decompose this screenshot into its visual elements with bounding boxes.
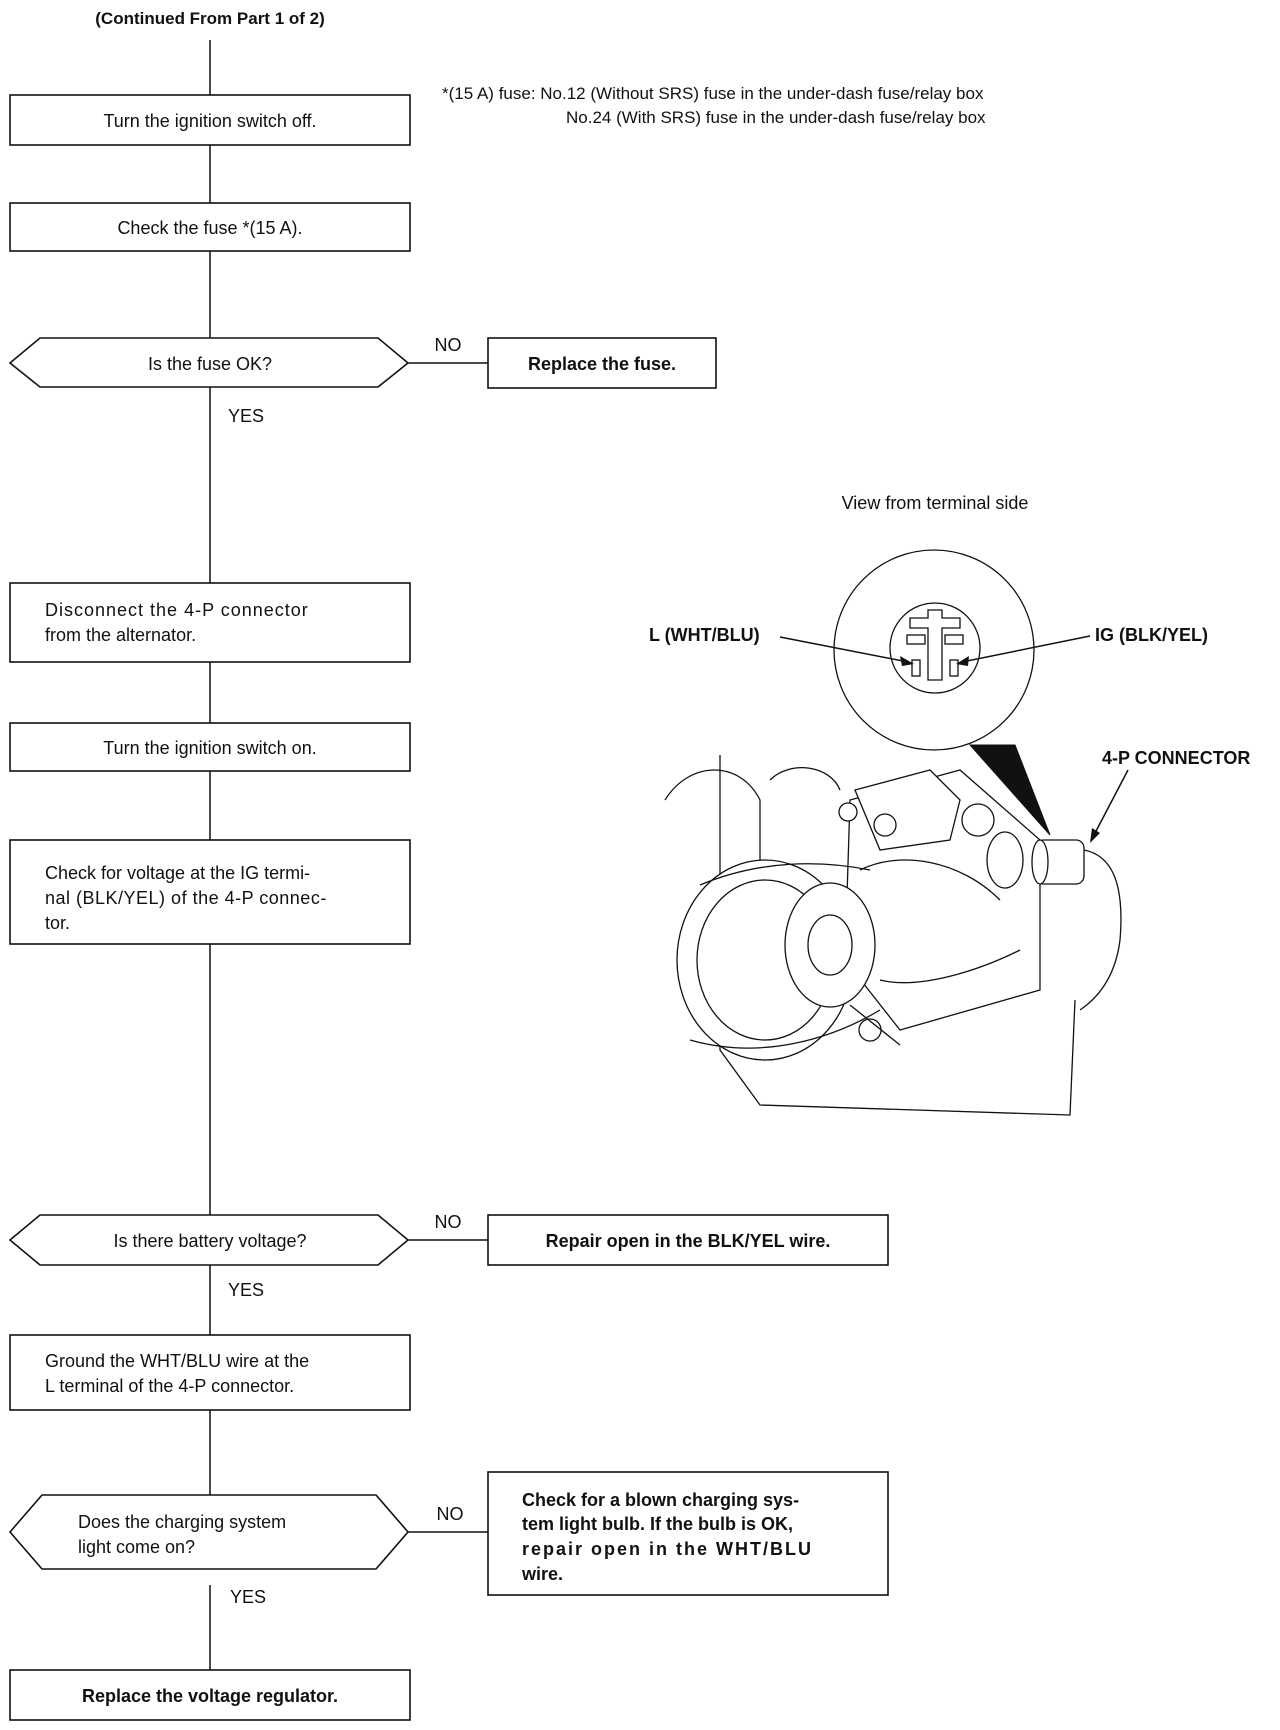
label-no-2: NO [435,1212,462,1232]
step-ground-line-1: Ground the WHT/BLU wire at the [45,1351,309,1371]
result-replace-fuse-text: Replace the fuse. [528,354,676,374]
step-check-fuse-box [9,202,411,252]
step-check-voltage-box [9,839,411,945]
step-disconnect-line-2: from the alternator. [45,625,196,645]
fuse-note-line-2: No.24 (With SRS) fuse in the under-dash … [566,108,986,127]
step-ignition-on-box [9,722,411,772]
decision-battery-voltage [8,1214,410,1266]
result-check-bulb-box [487,1471,889,1596]
result-check-bulb-line-3: repair open in the WHT/BLU [522,1539,813,1559]
label-yes-2: YES [228,1280,264,1300]
step-disconnect-line-1: Disconnect the 4-P connector [45,600,309,620]
decision-charging-light-line-1: Does the charging system [78,1512,286,1532]
step-ignition-off-text: Turn the ignition switch off. [103,111,316,131]
label-no-1: NO [435,335,462,355]
step-ignition-off-box [9,94,411,146]
terminal-l-label: L (WHT/BLU) [649,625,760,645]
decision-charging-light [8,1494,410,1570]
terminal-view-callout [833,549,1051,836]
step-ground-box [9,1334,411,1411]
illustration-caption: View from terminal side [842,493,1029,513]
decision-fuse-ok [8,337,410,388]
result-check-bulb-line-1: Check for a blown charging sys- [522,1490,799,1510]
step-check-voltage-line-3: tor. [45,913,70,933]
decision-charging-light-line-2: light come on? [78,1537,195,1557]
continued-header: (Continued From Part 1 of 2) [95,9,325,28]
result-repair-blk-box [487,1214,889,1266]
fuse-note-line-1: *(15 A) fuse: No.12 (Without SRS) fuse i… [442,84,984,103]
flow-connectors [209,40,488,1670]
label-yes-1: YES [228,406,264,426]
step-ground-line-2: L terminal of the 4-P connector. [45,1376,294,1396]
terminal-ig-label: IG (BLK/YEL) [1095,625,1208,645]
step-ignition-on-text: Turn the ignition switch on. [103,738,316,758]
step-replace-regulator-box [9,1669,411,1721]
step-check-voltage-line-2: nal (BLK/YEL) of the 4-P connec- [45,888,327,908]
decision-battery-voltage-text: Is there battery voltage? [113,1231,306,1251]
step-check-fuse-text: Check the fuse *(15 A). [117,218,302,238]
connector-label: 4-P CONNECTOR [1102,748,1250,768]
label-no-3: NO [437,1504,464,1524]
step-replace-regulator-text: Replace the voltage regulator. [82,1686,338,1706]
decision-fuse-ok-text: Is the fuse OK? [148,354,272,374]
result-check-bulb-line-4: wire. [521,1564,563,1584]
step-check-voltage-line-1: Check for voltage at the IG termi- [45,863,310,883]
result-repair-blk-text: Repair open in the BLK/YEL wire. [546,1231,831,1251]
label-yes-3: YES [230,1587,266,1607]
alternator-illustration [664,755,1122,1116]
result-replace-fuse-box [487,337,717,389]
step-disconnect-box [9,582,411,663]
result-check-bulb-line-2: tem light bulb. If the bulb is OK, [522,1514,793,1534]
